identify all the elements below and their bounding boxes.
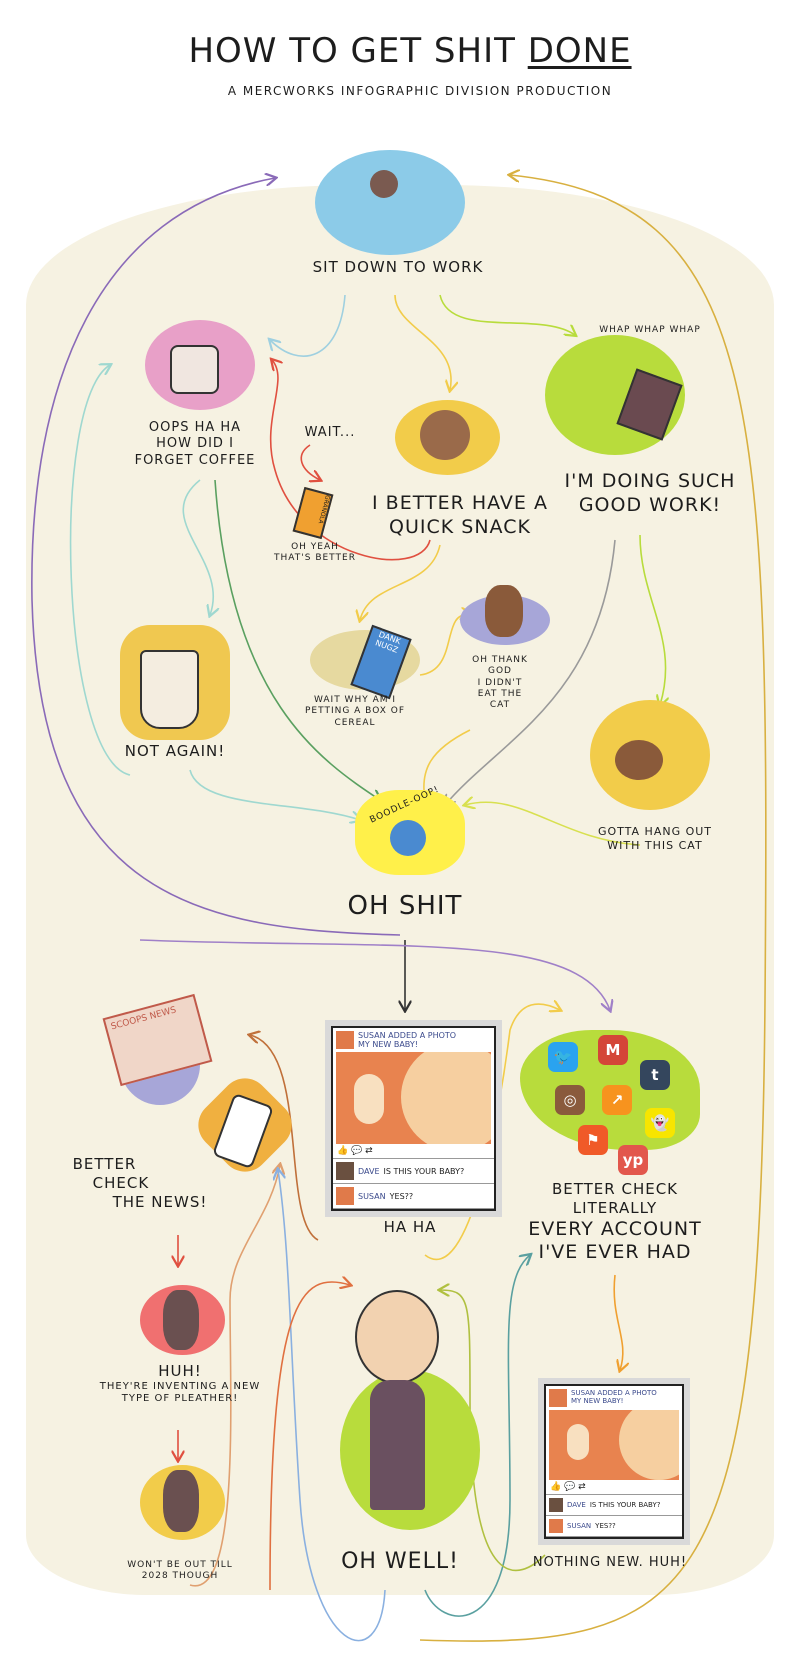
arrow-sit-to-work: [439, 294, 575, 335]
stats-icon[interactable]: ↗: [602, 1085, 632, 1115]
arrow-snack-to-coffee: [271, 360, 431, 561]
arrow-hangout-to-boodle: [465, 802, 641, 846]
post-actions[interactable]: 👍 💬 ⇄: [546, 1480, 682, 1495]
arrow-apps-to-feed2: [613, 1274, 623, 1370]
baby-photo: [336, 1052, 491, 1144]
social-post-repeat: Susan added a photoMy new baby! 👍 💬 ⇄ Da…: [538, 1378, 690, 1545]
avatar: [336, 1031, 354, 1049]
baby-photo: [549, 1410, 679, 1480]
node-accounts: Better checkliterallyevery accountI've e…: [528, 1180, 702, 1264]
foursquare-icon[interactable]: ⚑: [578, 1125, 608, 1155]
snapchat-icon[interactable]: 👻: [645, 1108, 675, 1138]
node-hang-out: Gotta hang outwith this cat: [597, 825, 713, 852]
avatar: [549, 1389, 567, 1407]
node-cereal: Wait why am Ipetting a box ofcereal: [304, 695, 406, 728]
node-wait: Wait...: [304, 425, 356, 440]
node-news: Bettercheckthe news!: [72, 1155, 208, 1211]
person-phone-icon: [163, 1290, 199, 1350]
arrow-ohwell-to-news: [278, 1170, 386, 1642]
node-wont-be-out: Won't be out till2028 though: [127, 1560, 233, 1582]
sit-down-illustration: [315, 150, 465, 255]
instagram-icon[interactable]: ◎: [555, 1085, 585, 1115]
twitter-icon[interactable]: 🐦: [548, 1042, 578, 1072]
post-actions[interactable]: 👍 💬 ⇄: [333, 1144, 494, 1159]
yelp-icon[interactable]: yp: [618, 1145, 648, 1175]
node-oh-yeah: Oh yeahthat's better: [274, 542, 356, 564]
node-pleather: Huh!They're inventing a newtype of pleat…: [99, 1362, 261, 1405]
arrow-boodle-to-apps: [139, 939, 610, 1010]
tumblr-icon[interactable]: t: [640, 1060, 670, 1090]
arrow-coffee-to-boodle: [214, 479, 380, 800]
node-ha-ha: Ha ha: [383, 1218, 437, 1236]
arrow-feed-to-news: [250, 1035, 319, 1241]
arrow-wait-to-granola: [300, 444, 320, 480]
arrow-urinal-to-boodle: [189, 769, 360, 820]
arrow-work-to-boodle: [445, 539, 616, 805]
person-phone-icon: [163, 1470, 199, 1532]
worker-figure: [370, 170, 398, 198]
node-coffee: Oops ha hahow did Iforget coffee: [134, 420, 256, 468]
node-oh-well: Oh well!: [341, 1549, 459, 1574]
cat-icon: [420, 410, 470, 460]
arrow-urinal-to-coffee: [69, 365, 131, 776]
arrow-sit-to-coffee: [270, 294, 346, 357]
node-sit-down: Sit down to work: [312, 258, 484, 276]
comment: SusanYes??: [546, 1516, 682, 1537]
cat-sitting-icon: [485, 585, 523, 637]
gmail-icon[interactable]: M: [598, 1035, 628, 1065]
node-oh-shit: Oh shit: [347, 891, 463, 921]
node-snack: I better have aquick snack: [372, 492, 548, 538]
globe-icon: [390, 820, 426, 856]
person-body: [370, 1380, 425, 1510]
node-not-again: Not again!: [124, 742, 226, 760]
arrow-news-to-ohwell: [269, 1282, 350, 1591]
arrow-snack-to-cereal: [360, 544, 441, 620]
arrow-ohwell-from-apps: [424, 1255, 530, 1617]
arrow-coffee-to-urinal: [182, 479, 213, 615]
cat-belly-icon: [615, 740, 663, 780]
shrugging-person: [355, 1290, 439, 1384]
page-subtitle: A Mercworks Infographic Division Product…: [227, 84, 613, 98]
social-post: Susan added a photoMy new baby! 👍 💬 ⇄ Da…: [325, 1020, 502, 1217]
node-nothing-new: Nothing new. Huh!: [532, 1555, 688, 1570]
arrow-work-to-hangout: [639, 534, 666, 705]
comment: SusanYes??: [333, 1184, 494, 1209]
arrow-sit-to-snack: [394, 294, 451, 390]
arrow-wontbe-to-news: [189, 1165, 280, 1587]
node-cat-thank: Oh thankGodI didn'teat thecat: [472, 655, 528, 710]
arrow-oh-well-to-sit: [419, 175, 767, 1642]
node-good-work: I'm doing suchgood work!: [564, 470, 736, 516]
comment: DaveIs this your baby?: [333, 1159, 494, 1184]
urinal-icon: [140, 650, 199, 729]
coffee-mug-icon: [170, 345, 219, 394]
comment: DaveIs this your baby?: [546, 1495, 682, 1516]
whap-sound: Whap Whap Whap: [599, 325, 701, 335]
page-title: How to get shit Done: [188, 31, 632, 71]
arrow-oh-shit-to-sit: [31, 178, 401, 936]
